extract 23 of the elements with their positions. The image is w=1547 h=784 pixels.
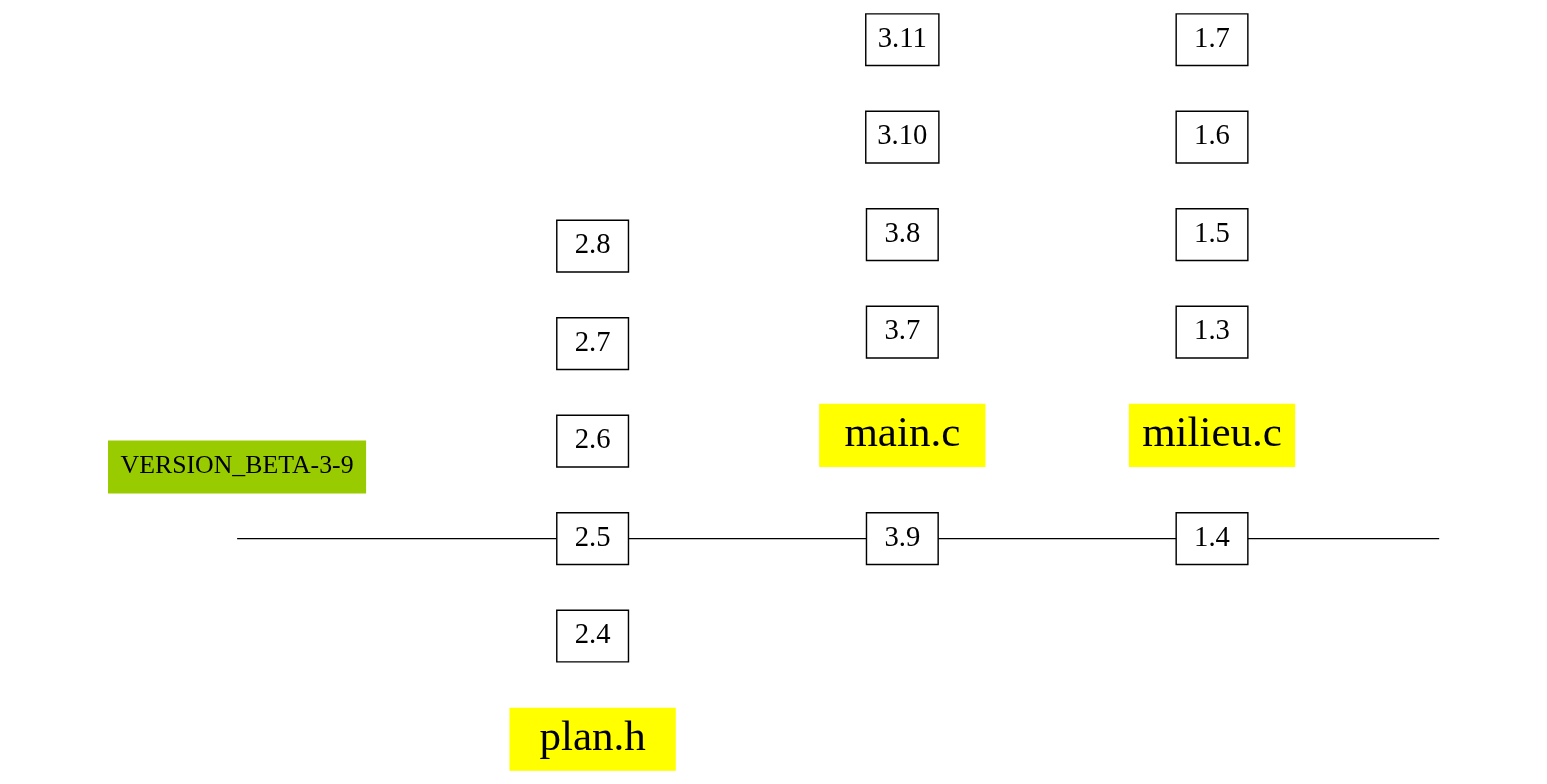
node-box: 2.6 (555, 414, 629, 468)
connector (235, 537, 557, 540)
node-box: milieu.c (1128, 403, 1295, 467)
node-box: 3.11 (864, 13, 940, 67)
node-box: 3.7 (865, 305, 939, 359)
connector (1246, 537, 1440, 540)
node-box: main.c (818, 403, 985, 467)
node-box: 2.4 (555, 609, 629, 663)
node-box: VERSION_BETA-3-9 (107, 440, 366, 494)
node-box: 2.7 (555, 317, 629, 371)
connector (627, 537, 867, 540)
node-box: 1.7 (1174, 13, 1249, 67)
node-box: 1.6 (1174, 110, 1249, 164)
node-box: 3.8 (865, 208, 939, 262)
node-box: 1.3 (1174, 305, 1249, 359)
node-box: 3.10 (864, 110, 940, 164)
node-box: plan.h (508, 707, 676, 771)
connector (937, 537, 1177, 540)
node-box: 2.8 (555, 219, 629, 273)
node-box: 2.5 (555, 512, 629, 566)
node-box: 1.4 (1174, 512, 1249, 566)
node-box: 1.5 (1174, 208, 1249, 262)
node-box: 3.9 (865, 512, 939, 566)
